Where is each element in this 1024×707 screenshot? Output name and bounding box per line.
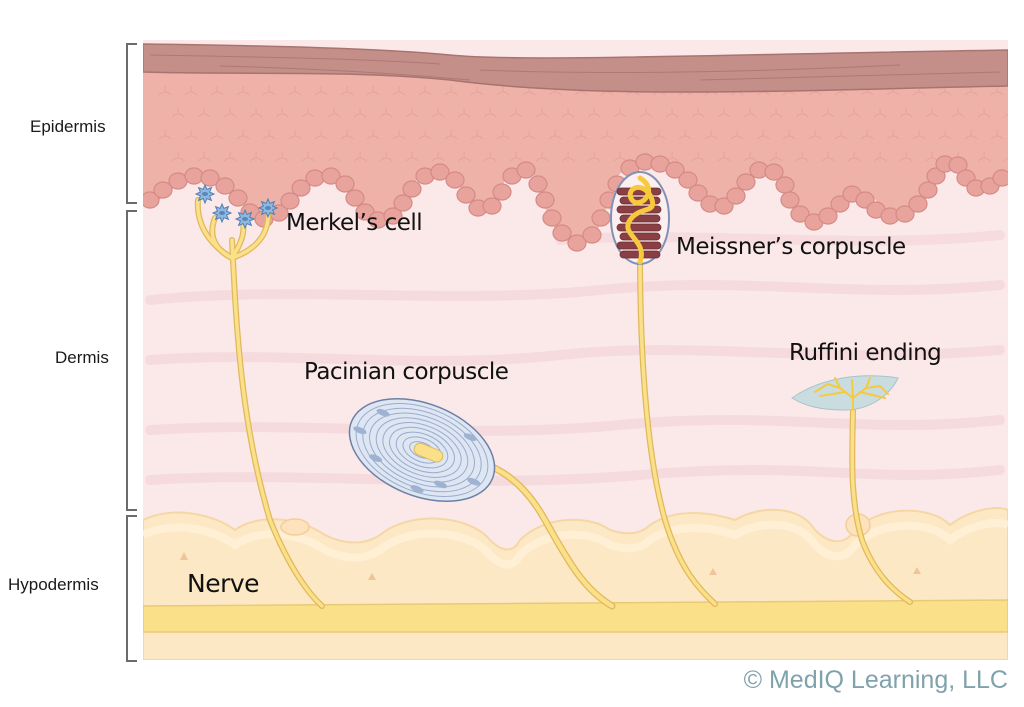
nerve-label: Nerve [187,569,260,598]
merkel-cells [194,183,279,230]
ruffini-ending [791,375,899,411]
epidermis-label: Epidermis [30,117,106,136]
stratum-corneum [143,43,1008,93]
nerve-trunk [143,599,1008,633]
epidermis-cell-texture [158,86,1008,162]
ruffini-ending-label: Ruffini ending [789,340,942,366]
dermis-bracket [126,210,137,511]
meissner-nerve [637,252,718,607]
epidermis-bracket [126,43,137,204]
pacinian-corpuscle [348,397,496,503]
pacinian-corpuscle-label: Pacinian corpuscle [304,359,509,385]
ruffini-nerve [849,407,913,605]
meissner-corpuscle [610,171,670,265]
dermis-label: Dermis [55,348,109,367]
fibroblast-marks [180,552,921,580]
dermis-fibers [145,230,1005,486]
merkel-cell-label: Merkel’s cell [286,210,423,236]
hypodermis-bracket [126,515,137,662]
fat-cell [280,518,310,536]
meissner-corpuscle-label: Meissner’s corpuscle [676,234,906,260]
copyright-notice: © MedIQ Learning, LLC [743,666,1008,694]
hypodermis-label: Hypodermis [8,575,99,594]
